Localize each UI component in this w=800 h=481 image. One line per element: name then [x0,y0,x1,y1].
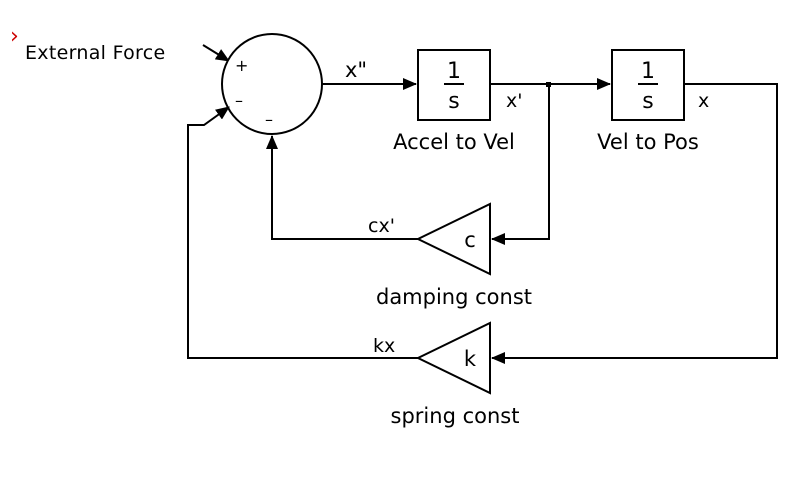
spring-signal-label: kx [373,335,395,357]
vel-branch-point [546,82,551,87]
gain-spring-name: spring const [391,404,520,428]
pos-signal-label: x [698,90,709,112]
sum-sign-minus-left: – [235,91,243,110]
damping-signal-label: cx' [368,215,395,237]
integrator-1-name: Accel to Vel [393,130,515,154]
integrator-2-numerator: 1 [641,59,655,84]
integrator-1-numerator: 1 [447,59,461,84]
external-force-label[interactable]: External Force [25,42,165,64]
gain-spring-symbol: k [464,347,477,371]
sum-sign-minus-bottom: – [265,110,273,129]
external-force-wire [202,44,230,62]
vel-branch-wire [491,86,550,245]
sum-sign-plus: + [235,56,248,75]
input-indicator: › [10,24,19,49]
accel-signal-label: x" [345,58,367,82]
integrator-2-name: Vel to Pos [597,130,699,154]
gain-spring[interactable] [415,321,491,395]
spring-feedback-wire [187,106,418,359]
gain-damping[interactable] [415,202,491,276]
gain-damping-name: damping const [376,285,532,309]
damping-feedback-wire [266,135,418,240]
gain-damping-symbol: c [464,228,476,252]
pos-wire [491,83,778,364]
integrator-1-denominator: s [448,89,459,114]
integrator-2-denominator: s [642,89,653,114]
vel-signal-label: x' [506,90,522,112]
